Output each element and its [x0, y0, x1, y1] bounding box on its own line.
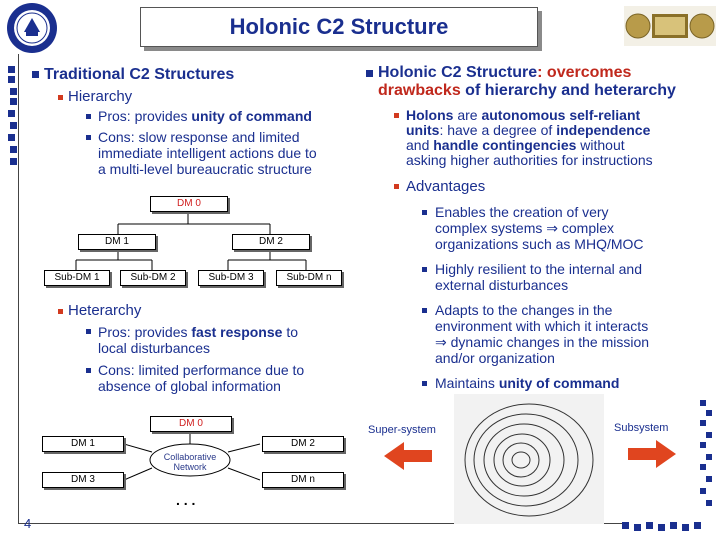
hetero-dm1-node: DM 1 — [42, 436, 124, 452]
bullet-icon — [394, 184, 399, 189]
dm2-node: DM 2 — [232, 234, 310, 250]
holarchy-concentric-ellipses — [454, 394, 604, 524]
hierarchy-diagram-lines — [75, 210, 307, 270]
subsystem-label: Subsystem — [614, 422, 669, 434]
heterarchy-cons: Cons: limited performance due to absence… — [98, 362, 305, 394]
ellipsis: . . . — [176, 492, 196, 508]
hetero-dm0-node: DM 0 — [150, 416, 232, 432]
advantages-label: Advantages — [406, 178, 486, 195]
advantage-2: Highly resilient to the internal and ext… — [435, 261, 643, 293]
hetero-dmn-node: DM n — [262, 472, 344, 488]
title-box: Holonic C2 Structure — [140, 7, 538, 47]
bullet-icon — [422, 381, 427, 386]
heterarchy-diagram-lines — [123, 432, 261, 481]
bottom-frame-line — [18, 523, 628, 524]
super-system-label: Super-system — [368, 424, 436, 436]
advantage-3: Adapts to the changes in the environment… — [435, 302, 650, 366]
bullet-icon — [422, 267, 427, 272]
dm0-node: DM 0 — [150, 196, 228, 212]
hetero-dm3-node: DM 3 — [42, 472, 124, 488]
dm1-node: DM 1 — [78, 234, 156, 250]
hierarchy-label: Hierarchy — [68, 88, 133, 105]
bullet-icon — [86, 329, 91, 334]
slide-title: Holonic C2 Structure — [229, 14, 449, 39]
traditional-heading: Traditional C2 Structures — [44, 66, 235, 83]
heterarchy-pros: Pros: provides fast response to local di… — [98, 324, 299, 356]
bullet-icon — [422, 210, 427, 215]
left-frame-line — [18, 54, 19, 524]
onr-logo — [624, 6, 716, 46]
sub-dm3-node: Sub-DM 3 — [198, 270, 264, 286]
holons-description: Holons are autonomous self-reliant units… — [406, 107, 653, 168]
bullet-icon — [58, 95, 63, 100]
left-arrow-icon — [384, 442, 432, 470]
bullet-icon — [58, 309, 63, 314]
advantage-4: Maintains unity of command — [435, 375, 620, 391]
bullet-icon — [394, 113, 399, 118]
heterarchy-label: Heterarchy — [68, 302, 142, 319]
sub-dm1-node: Sub-DM 1 — [44, 270, 110, 286]
bullet-icon — [366, 70, 373, 77]
bullet-icon — [86, 135, 91, 140]
bullet-icon — [86, 114, 91, 119]
page-number: 4 — [24, 516, 32, 531]
sub-dm2-node: Sub-DM 2 — [120, 270, 186, 286]
hierarchy-cons: Cons: slow response and limited immediat… — [98, 129, 317, 177]
bullet-icon — [32, 71, 39, 78]
sub-dmn-node: Sub-DM n — [276, 270, 342, 286]
bullet-icon — [422, 308, 427, 313]
right-arrow-icon — [628, 440, 676, 468]
university-seal-logo — [7, 3, 57, 53]
hetero-dm2-node: DM 2 — [262, 436, 344, 452]
bullet-icon — [86, 368, 91, 373]
collaborative-network-label: Collaborative Network — [163, 452, 217, 472]
hierarchy-pros: Pros: provides unity of command — [98, 108, 312, 124]
holonic-heading: Holonic C2 Structure: overcomes drawback… — [378, 64, 676, 99]
advantage-1: Enables the creation of very complex sys… — [435, 204, 644, 252]
